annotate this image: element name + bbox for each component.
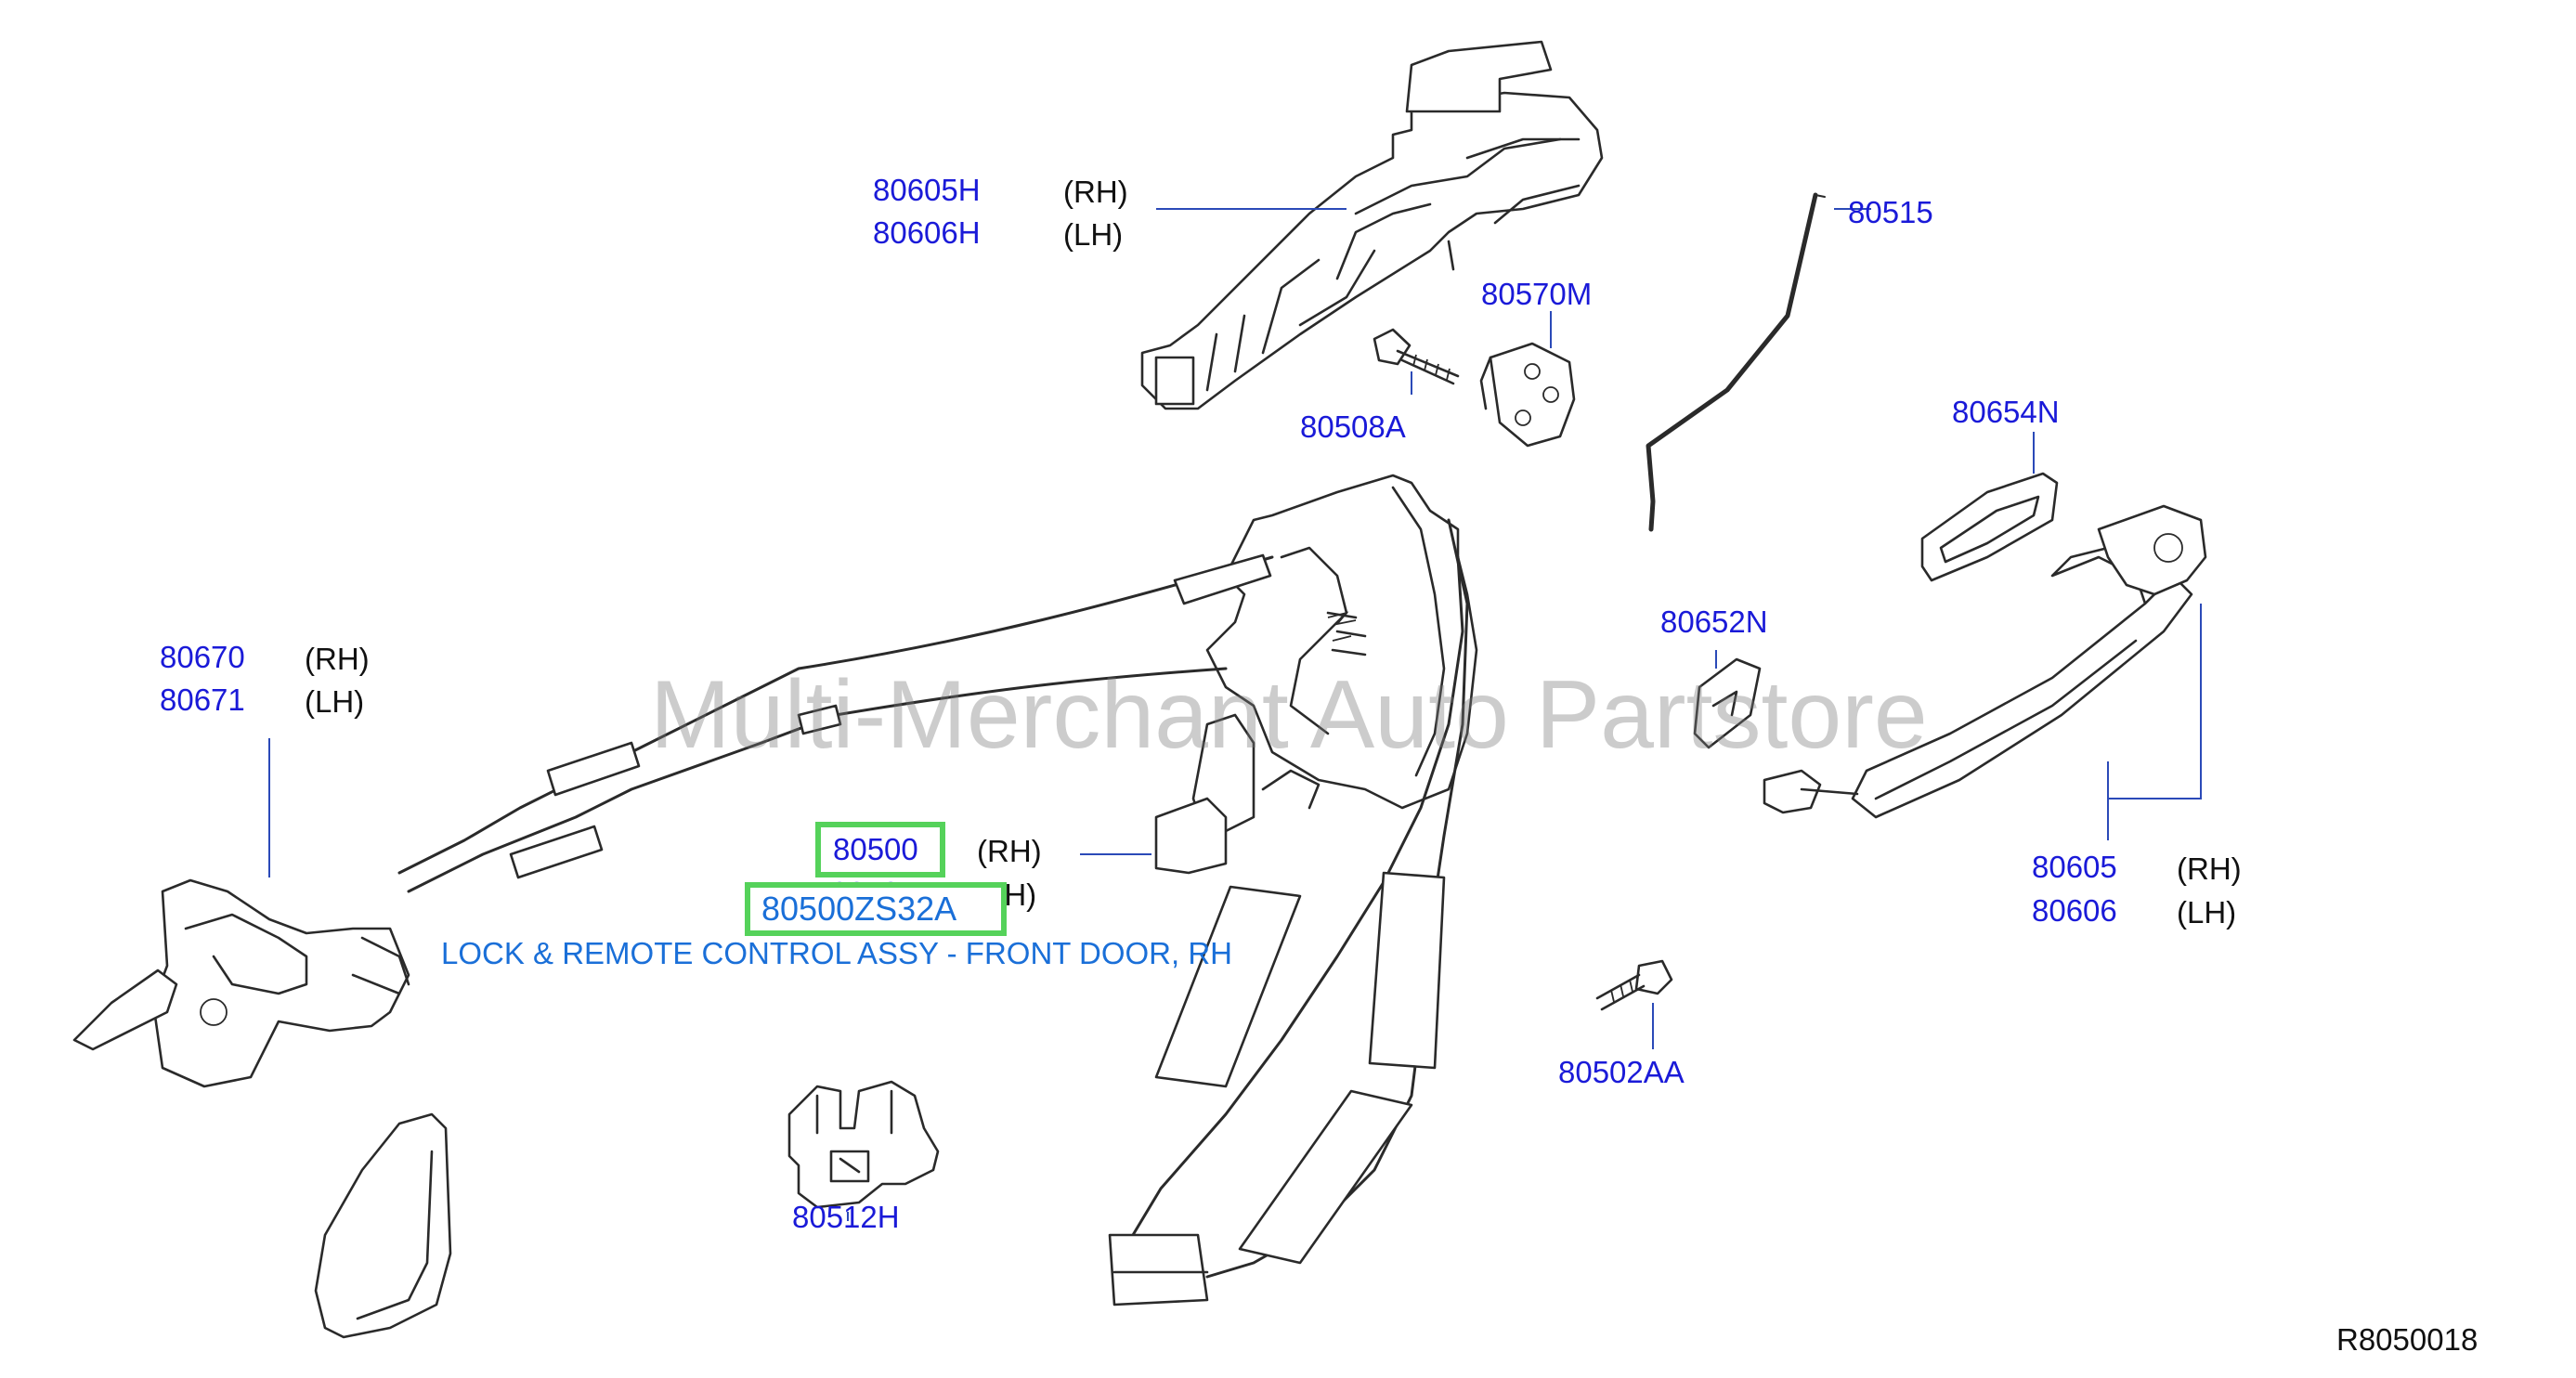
part-number-80605: 80605 — [2032, 850, 2117, 884]
highlight-box-80500 — [815, 822, 945, 878]
part-number-80515: 80515 — [1848, 195, 1933, 229]
part-side-80606h: (LH) — [1063, 217, 1124, 252]
part-number-80652n: 80652N — [1660, 604, 1768, 639]
part-number-80671: 80671 — [160, 682, 245, 717]
cable-illustration — [397, 553, 1274, 893]
escutcheon-illustration — [314, 1112, 452, 1339]
part-side-80606: (LH) — [2177, 895, 2237, 930]
rod-illustration — [1646, 192, 1826, 532]
clip-illustration — [787, 1080, 940, 1209]
highlight-part-number: 80500ZS32A — [761, 890, 957, 928]
part-number-80606: 80606 — [2032, 893, 2117, 928]
part-number-80508a: 80508A — [1300, 410, 1406, 444]
part-side-80671: (LH) — [305, 684, 365, 719]
part-number-80606h: 80606H — [873, 215, 981, 250]
watermark-text: Multi-Merchant Auto Partstore — [650, 661, 1928, 769]
part-number-80670: 80670 — [160, 640, 245, 674]
inside-handle-illustration — [72, 878, 410, 1088]
part-number-80605h: 80605H — [873, 173, 981, 207]
part-side-80605: (RH) — [2177, 852, 2242, 886]
lock-assembly-illustration — [1154, 474, 1478, 875]
part-number-80570m: 80570M — [1481, 277, 1593, 311]
highlight-box-part-number — [745, 882, 1007, 936]
striker-bracket-illustration — [1479, 342, 1576, 448]
handle-bezel-illustration — [1920, 472, 2059, 582]
part-side-80500: (RH) — [977, 834, 1042, 868]
bolt-80502aa-illustration — [1595, 959, 1673, 1011]
part-number-80654n: 80654N — [1952, 395, 2060, 429]
outside-handle-illustration — [1763, 504, 2207, 819]
highlight-description: LOCK & REMOTE CONTROL ASSY - FRONT DOOR,… — [441, 936, 1233, 970]
part-number-80500: 80500 — [833, 832, 918, 866]
leader-lines — [268, 208, 2202, 1221]
reference-code: R8050018 — [2336, 1322, 2478, 1357]
outside-handle-frame-illustration — [1140, 40, 1604, 410]
small-bracket-illustration — [1693, 657, 1762, 749]
cable-loop-illustration — [1108, 518, 1469, 1306]
bolt-80508a-illustration — [1373, 328, 1460, 385]
part-number-80502aa: 80502AA — [1558, 1055, 1685, 1089]
part-side-80670: (RH) — [305, 642, 370, 676]
part-side-80605h: (RH) — [1063, 175, 1128, 209]
part-number-80512h: 80512H — [792, 1200, 900, 1234]
